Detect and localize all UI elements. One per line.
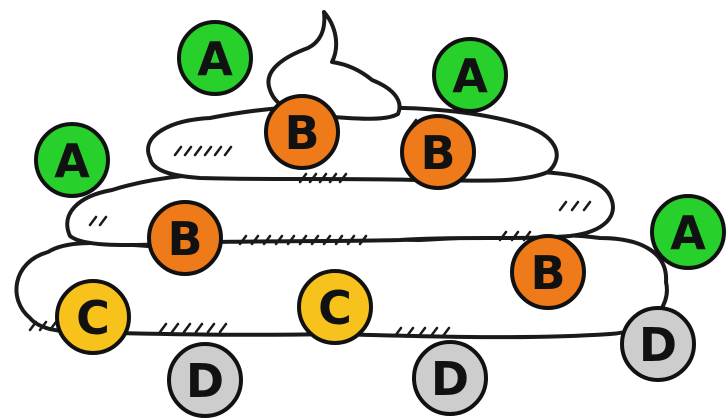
marker-label: D — [186, 354, 224, 408]
marker-circle — [264, 94, 340, 170]
marker-label: A — [452, 49, 488, 103]
marker-b-7: B — [147, 200, 223, 276]
marker-circle — [412, 340, 488, 416]
marker-circle — [400, 114, 476, 190]
marker-circle — [177, 20, 253, 96]
marker-d-12: D — [412, 340, 488, 416]
marker-circle — [167, 342, 243, 418]
marker-circle — [620, 306, 696, 382]
marker-label: B — [420, 126, 455, 180]
marker-circle — [34, 122, 110, 198]
marker-label: D — [431, 352, 469, 406]
marker-b-6: B — [400, 114, 476, 190]
marker-circle — [432, 37, 508, 113]
marker-circle — [650, 194, 726, 270]
marker-circle — [147, 200, 223, 276]
marker-label: A — [197, 32, 233, 86]
marker-label: C — [76, 291, 110, 345]
marker-circle — [55, 279, 131, 355]
marker-a-2: A — [432, 37, 508, 113]
marker-circle — [510, 234, 586, 310]
marker-label: B — [530, 246, 565, 300]
marker-label: D — [639, 318, 677, 372]
marker-a-4: A — [650, 194, 726, 270]
marker-a-1: A — [177, 20, 253, 96]
marker-c-10: C — [297, 269, 373, 345]
marker-label: A — [670, 206, 706, 260]
marker-c-9: C — [55, 279, 131, 355]
marker-circle — [297, 269, 373, 345]
marker-label: B — [167, 212, 202, 266]
marker-a-3: A — [34, 122, 110, 198]
marker-label: C — [318, 281, 352, 335]
marker-d-11: D — [167, 342, 243, 418]
marker-label: B — [284, 106, 319, 160]
marker-b-5: B — [264, 94, 340, 170]
marker-d-13: D — [620, 306, 696, 382]
marker-b-8: B — [510, 234, 586, 310]
marker-label: A — [54, 134, 90, 188]
